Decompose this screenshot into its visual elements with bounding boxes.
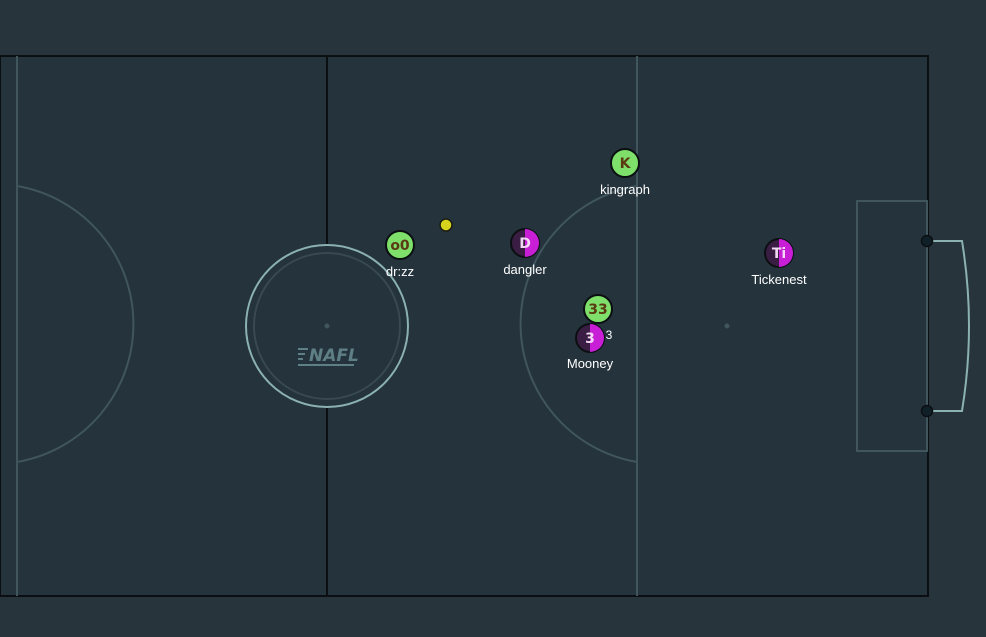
player-33-badge: 33 — [588, 302, 607, 318]
goal-net — [927, 240, 970, 412]
center-spot — [324, 323, 330, 329]
player-dangler-badge: D — [519, 236, 531, 252]
player-mooney-badge: 3 — [585, 331, 595, 347]
player-drzz-badge: o0 — [390, 238, 410, 254]
pitch-surface — [0, 55, 929, 597]
player-kingraph-badge: K — [620, 156, 632, 172]
right-arc — [519, 185, 638, 463]
goal-box — [856, 200, 928, 452]
left-arc — [16, 185, 135, 463]
player-drzz-disc — [385, 230, 415, 260]
ball — [439, 218, 453, 232]
goal-post-bottom — [920, 404, 934, 418]
player-tickenest-disc-highlight — [779, 239, 793, 267]
right-spot — [724, 323, 730, 329]
player-dangler-disc-highlight — [525, 229, 539, 257]
player-33-disc — [583, 294, 613, 324]
player-tickenest-badge: Ti — [772, 246, 786, 262]
league-logo-text: NAFL — [309, 346, 359, 366]
league-logo: NAFL — [298, 346, 359, 366]
goal-post-top — [920, 234, 934, 248]
player-mooney-disc-highlight — [590, 324, 604, 352]
player-33[interactable]: 33 — [583, 294, 613, 324]
player-kingraph-disc — [610, 148, 640, 178]
center-circle-inner — [253, 252, 401, 400]
